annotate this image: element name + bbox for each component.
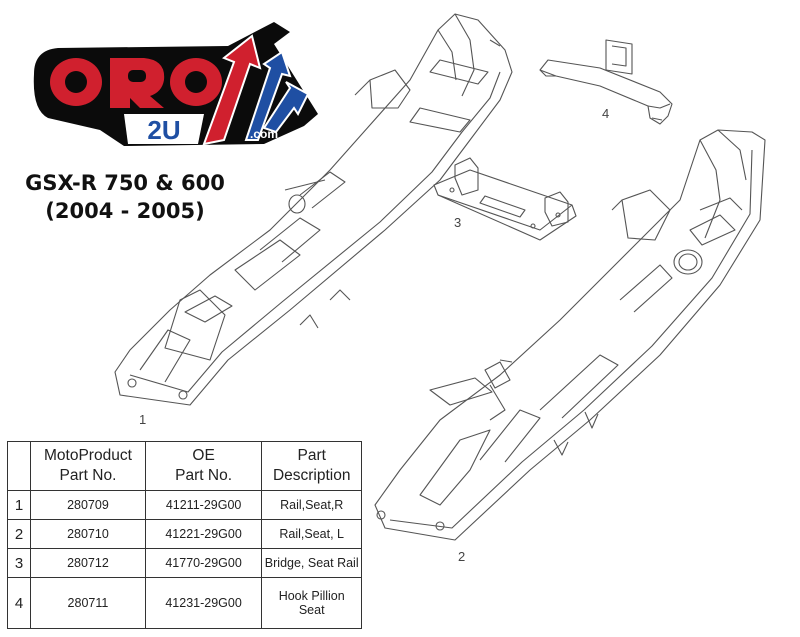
part-description: Rail,Seat,R <box>261 490 362 520</box>
part-2-seat-rail-left <box>374 129 766 541</box>
table-row: 3 280712 41770-29G00 Bridge, Seat Rail <box>6 548 362 578</box>
row-number: 1 <box>6 490 32 520</box>
part-1-seat-rail-right <box>114 13 513 406</box>
header-description-line1: Part <box>297 447 326 464</box>
motoproduct-part-no: 280711 <box>30 577 146 629</box>
part-description: Bridge, Seat Rail <box>261 548 362 578</box>
table-header-row: MotoProduct Part No. OE Part No. Part De… <box>6 441 362 491</box>
callout-4: 4 <box>602 106 609 121</box>
logo-letters <box>50 58 222 108</box>
part-description: Rail,Seat, L <box>261 519 362 549</box>
part-description: Hook Pillion Seat <box>261 577 362 629</box>
motoproduct-part-no: 280709 <box>30 490 146 520</box>
header-motoproduct-line2: Part No. <box>59 467 117 484</box>
table-row: 2 280710 41221-29G00 Rail,Seat, L <box>6 519 362 549</box>
motoproduct-part-no: 280710 <box>30 519 146 549</box>
oro2u-logo: 2U .com <box>33 22 319 146</box>
model-title: GSX-R 750 & 600 <box>25 171 225 195</box>
header-index <box>6 441 32 491</box>
part-description-line1: Hook Pillion <box>278 589 345 603</box>
row-number: 2 <box>6 519 32 549</box>
part-description-line2: Seat <box>298 603 325 617</box>
header-motoproduct-line1: MotoProduct <box>44 447 132 464</box>
row-number: 4 <box>6 577 32 629</box>
parts-table: MotoProduct Part No. OE Part No. Part De… <box>6 441 362 629</box>
oe-part-no: 41770-29G00 <box>144 548 263 578</box>
row-number: 3 <box>6 548 32 578</box>
part-4-pillion-hook <box>539 39 673 125</box>
header-description-line2: Description <box>272 467 351 484</box>
callout-3: 3 <box>454 215 461 230</box>
oe-part-no: 41231-29G00 <box>144 577 263 629</box>
oe-part-no: 41211-29G00 <box>144 490 263 520</box>
header-oe-line1: OE <box>192 447 215 464</box>
logo-2u: 2U <box>147 115 180 145</box>
header-description: Part Description <box>261 441 362 491</box>
logo-domain: .com <box>250 127 278 141</box>
part-3-seat-rail-bridge <box>433 157 577 241</box>
model-years: (2004 - 2005) <box>45 199 205 223</box>
header-oe: OE Part No. <box>144 441 263 491</box>
header-oe-line2: Part No. <box>175 467 233 484</box>
callout-2: 2 <box>458 549 465 564</box>
table-row: 1 280709 41211-29G00 Rail,Seat,R <box>6 490 362 520</box>
motoproduct-part-no: 280712 <box>30 548 146 578</box>
oe-part-no: 41221-29G00 <box>144 519 263 549</box>
callout-1: 1 <box>139 412 146 427</box>
table-row: 4 280711 41231-29G00 Hook Pillion Seat <box>6 577 362 629</box>
header-motoproduct: MotoProduct Part No. <box>30 441 146 491</box>
